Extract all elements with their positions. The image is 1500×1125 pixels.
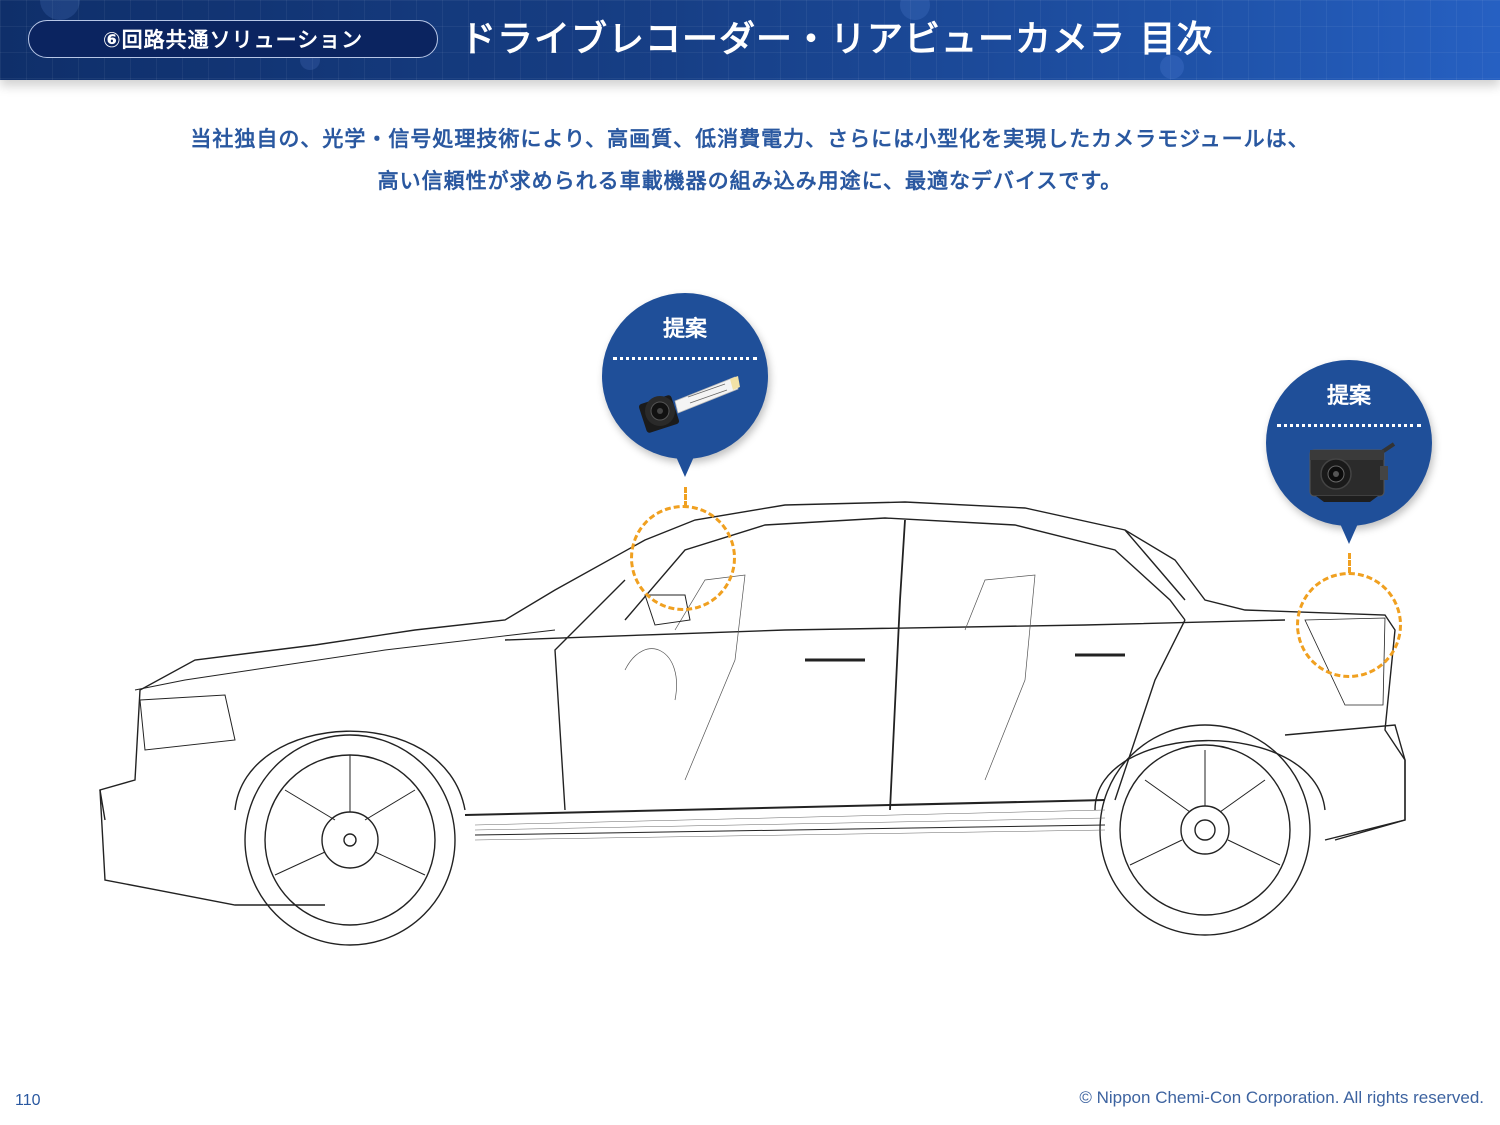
- header-banner: ⑥回路共通ソリューション ドライブレコーダー・リアビューカメラ 目次: [0, 0, 1500, 80]
- car-rear-bumper: [1284, 724, 1406, 841]
- leader-line-windshield: [684, 487, 687, 507]
- rear-wheel-arch: [1094, 739, 1326, 811]
- steering-wheel: [624, 648, 677, 701]
- copyright-notice: © Nippon Chemi-Con Corporation. All righ…: [1079, 1088, 1484, 1107]
- car-hood: [134, 629, 556, 691]
- callout-label: 提案: [662, 317, 707, 342]
- decor-dot: [900, 0, 930, 20]
- car-headlight: [139, 694, 236, 751]
- car-belt-line: [504, 619, 1286, 641]
- dotted-divider: [613, 357, 757, 360]
- car-body-outline: [99, 501, 1406, 841]
- intro-line-2: 高い信頼性が求められる車載機器の組み込み用途に、最適なデバイスです。: [377, 169, 1123, 193]
- front-wheel-arch: [234, 730, 466, 811]
- car-door-a: [554, 579, 626, 811]
- decor-dot: [40, 0, 80, 20]
- car-door-b: [889, 519, 906, 811]
- page-number: 110: [15, 1092, 41, 1109]
- underbody-lines: [474, 809, 1106, 841]
- car-sill: [464, 799, 1106, 816]
- rear-seat: [964, 574, 1036, 781]
- rearview-camera-icon: [1309, 442, 1396, 502]
- car-door-c: [1114, 619, 1186, 801]
- callout-label: 提案: [1326, 384, 1371, 409]
- highlight-ring-rear: [1296, 572, 1402, 678]
- front-wheel: [244, 734, 456, 946]
- camera-module-icon: [638, 376, 740, 433]
- car-front-bumper: [99, 789, 325, 906]
- intro-text: 当社独自の、光学・信号処理技術により、高画質、低消費電力、さらには小型化を実現し…: [0, 118, 1500, 202]
- car-wireframe-icon: [99, 501, 1406, 946]
- car-c-pillar: [1124, 529, 1186, 601]
- decor-dot: [1160, 55, 1184, 79]
- car-sill-lower: [474, 824, 1106, 836]
- callout-tail: [670, 443, 700, 477]
- highlight-ring-windshield: [630, 505, 736, 611]
- section-badge: ⑥回路共通ソリューション: [28, 20, 438, 58]
- page-title: ドライブレコーダー・リアビューカメラ 目次: [460, 19, 1214, 60]
- intro-line-1: 当社独自の、光学・信号処理技術により、高画質、低消費電力、さらには小型化を実現し…: [190, 127, 1310, 151]
- leader-line-rear: [1348, 553, 1351, 573]
- callout-tail: [1334, 510, 1364, 544]
- rear-wheel: [1099, 724, 1311, 936]
- dotted-divider: [1277, 424, 1421, 427]
- callout-bubble-windshield: 提案: [602, 293, 768, 477]
- callout-bubble-rear: 提案: [1266, 360, 1432, 544]
